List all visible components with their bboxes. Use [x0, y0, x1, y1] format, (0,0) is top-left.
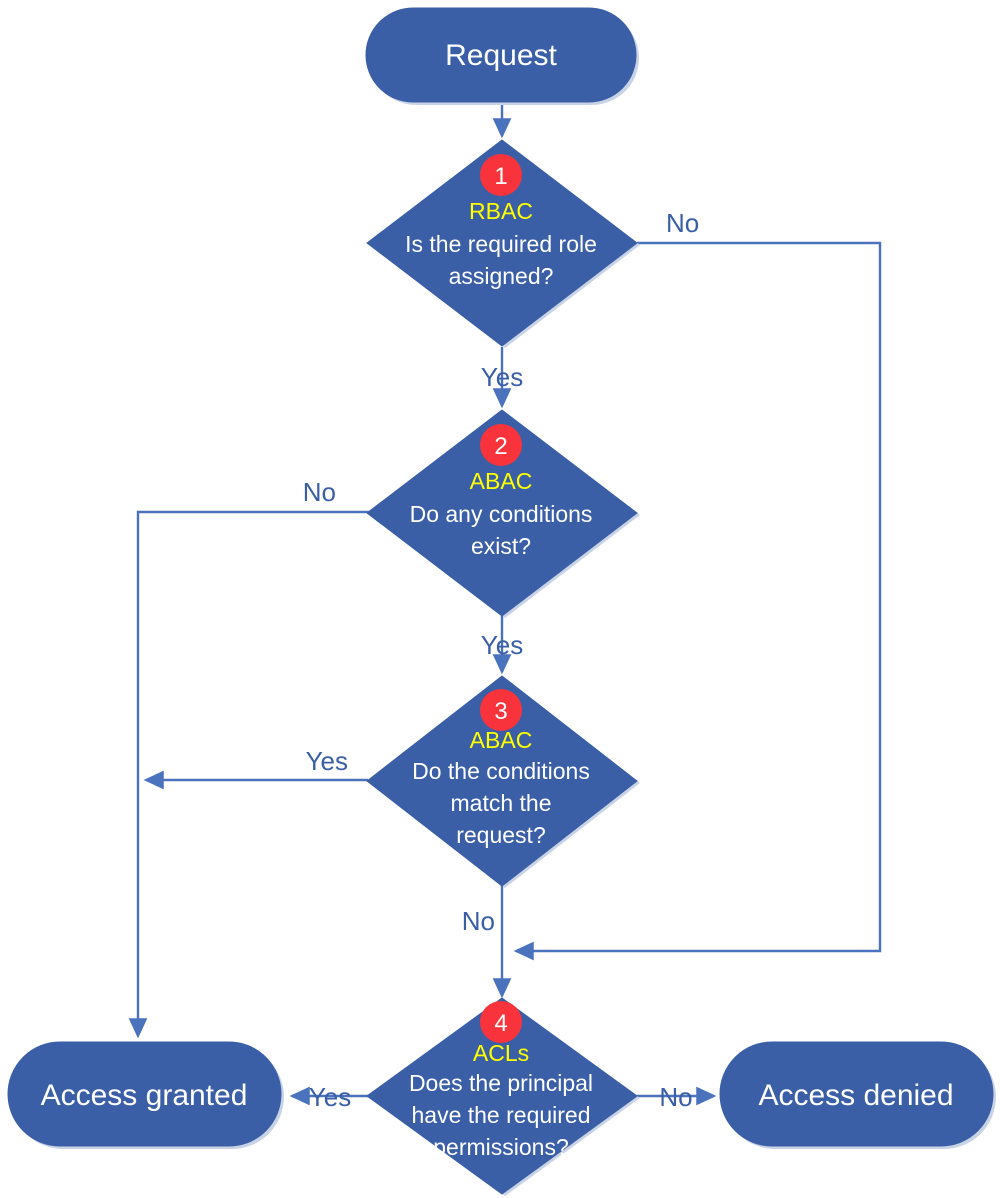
- decision4-question-line3: permissions?: [433, 1134, 569, 1160]
- decision3-question-line3: request?: [456, 822, 546, 848]
- decision3-question-line1: Do the conditions: [412, 758, 590, 784]
- node-decision-abac-conditions-match[interactable]: 3 ABAC Do the conditions match the reque…: [366, 675, 640, 888]
- decision3-tag: ABAC: [470, 727, 533, 753]
- edge-decision2-no: [128, 510, 369, 1039]
- decision1-question-line1: Is the required role: [405, 231, 597, 257]
- decision1-badge-number: 1: [494, 163, 507, 190]
- decision3-shape: [366, 675, 638, 887]
- decision1-shape: [366, 139, 638, 347]
- decision4-question-line2: have the required: [411, 1102, 590, 1128]
- decision2-question-line2: exist?: [471, 533, 531, 559]
- node-decision-abac-conditions-exist[interactable]: 2 ABAC Do any conditions exist?: [366, 409, 640, 618]
- decision3-badge-number: 3: [494, 698, 507, 725]
- decision2-shape: [366, 409, 638, 617]
- decision4-badge-number: 4: [494, 1010, 507, 1037]
- edge-label-decision2-no: No: [303, 477, 336, 507]
- edge-label-decision3-no: No: [462, 906, 495, 936]
- edge-decision1-no: [513, 241, 882, 961]
- decision2-question-line1: Do any conditions: [410, 501, 593, 527]
- edge-label-decision1-yes: Yes: [481, 362, 523, 392]
- decision4-badge-circle: [480, 1001, 522, 1043]
- node-request[interactable]: Request: [365, 7, 639, 105]
- request-shape: [365, 7, 637, 103]
- decision4-question-line1: Does the principal: [409, 1070, 593, 1096]
- decision1-tag: RBAC: [469, 198, 533, 224]
- decision1-badge-circle: [480, 154, 522, 196]
- decision2-badge-number: 2: [494, 433, 507, 460]
- node-decision-acls-permissions[interactable]: 4 ACLs Does the principal have the requi…: [366, 997, 640, 1196]
- access-denied-label: Access denied: [758, 1079, 953, 1112]
- edge-label-decision4-yes: Yes: [309, 1082, 351, 1112]
- decision1-question-line2: assigned?: [449, 263, 554, 289]
- edge-label-decision3-yes: Yes: [306, 746, 348, 776]
- edge-labels: No Yes No Yes Yes No Yes No: [303, 208, 700, 1112]
- request-label: Request: [445, 39, 557, 72]
- node-access-granted[interactable]: Access granted: [7, 1041, 284, 1149]
- access-granted-shape: [7, 1041, 282, 1147]
- decision3-badge-circle: [480, 689, 522, 731]
- access-denied-shape: [719, 1041, 994, 1147]
- decision4-tag: ACLs: [473, 1040, 529, 1066]
- connectors: [128, 103, 882, 1106]
- decision2-tag: ABAC: [470, 468, 533, 494]
- decision2-badge-circle: [480, 424, 522, 466]
- node-access-denied[interactable]: Access denied: [719, 1041, 996, 1149]
- decision4-shape: [366, 997, 638, 1195]
- edge-label-decision4-no: No: [659, 1082, 692, 1112]
- access-granted-label: Access granted: [41, 1079, 248, 1112]
- edge-label-decision2-yes: Yes: [481, 630, 523, 660]
- decision3-question-line2: match the: [451, 790, 552, 816]
- edge-label-decision1-no: No: [666, 208, 699, 238]
- node-decision-rbac-role[interactable]: 1 RBAC Is the required role assigned?: [366, 139, 640, 348]
